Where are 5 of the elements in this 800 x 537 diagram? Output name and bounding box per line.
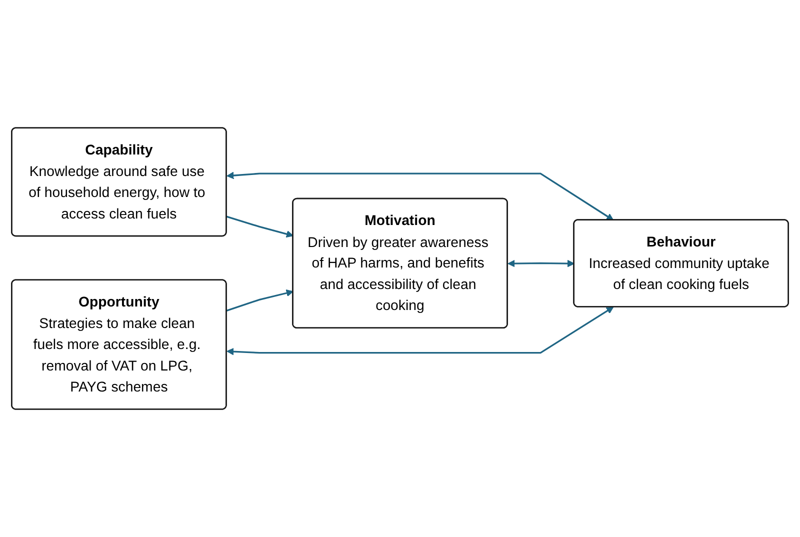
arrow — [508, 260, 575, 268]
arrow — [226, 216, 294, 238]
arrow — [226, 306, 614, 356]
arrow — [226, 289, 294, 312]
arrow — [226, 172, 614, 220]
